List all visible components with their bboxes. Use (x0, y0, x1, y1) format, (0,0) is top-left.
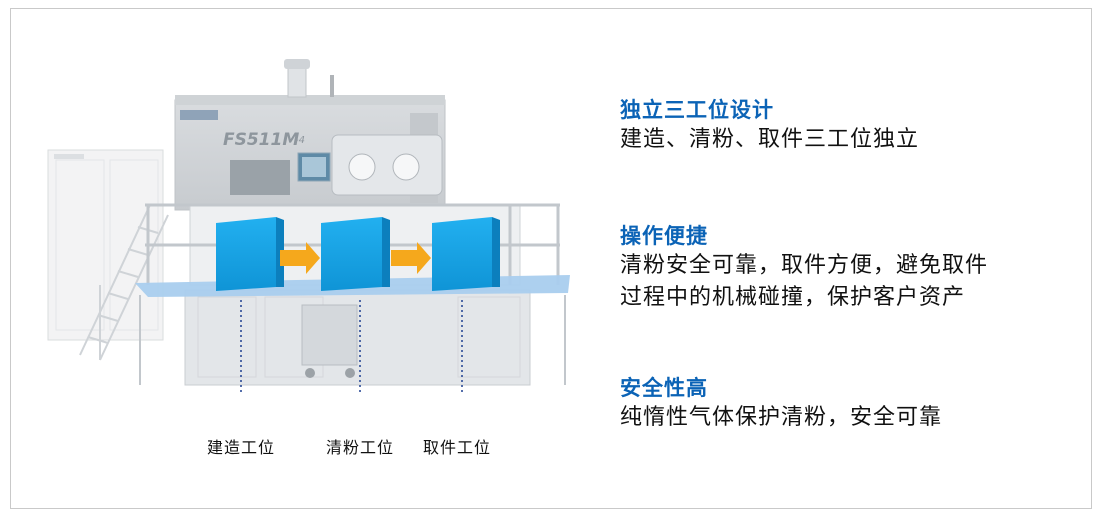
feature-title: 安全性高 (620, 376, 708, 400)
station-block-retrieve (432, 217, 500, 291)
machine-illustration: FS511M -4 (47, 59, 570, 395)
station-block-build (216, 217, 284, 291)
feature-independent-stations: 独立三工位设计 建造、清粉、取件三工位独立 (620, 96, 919, 156)
station-label-build: 建造工位 (207, 438, 276, 457)
feature-title: 独立三工位设计 (620, 98, 774, 122)
station-label-depowder: 清粉工位 (326, 438, 395, 457)
feature-high-safety: 安全性高 纯惰性气体保护清粉，安全可靠 (620, 374, 942, 434)
left-cabinet (47, 149, 164, 341)
model-label: FS511M (223, 130, 299, 150)
machine-upper-body (174, 59, 446, 211)
feature-easy-operation: 操作便捷 清粉安全可靠，取件方便，避免取件 过程中的机械碰撞，保护客户资产 (620, 222, 988, 314)
stairs (79, 204, 169, 361)
station-block-depowder (321, 217, 390, 291)
feature-line: 过程中的机械碰撞，保护客户资产 (620, 285, 966, 310)
feature-line: 建造、清粉、取件三工位独立 (620, 127, 920, 152)
feature-line: 纯惰性气体保护清粉，安全可靠 (620, 405, 943, 430)
station-label-retrieve: 取件工位 (423, 438, 492, 457)
arrow-build-to-depowder (280, 242, 320, 274)
model-suffix-label: -4 (295, 135, 305, 146)
feature-title: 操作便捷 (620, 224, 708, 248)
feature-line: 清粉安全可靠，取件方便，避免取件 (620, 253, 989, 278)
arrow-depowder-to-retrieve (391, 242, 431, 274)
